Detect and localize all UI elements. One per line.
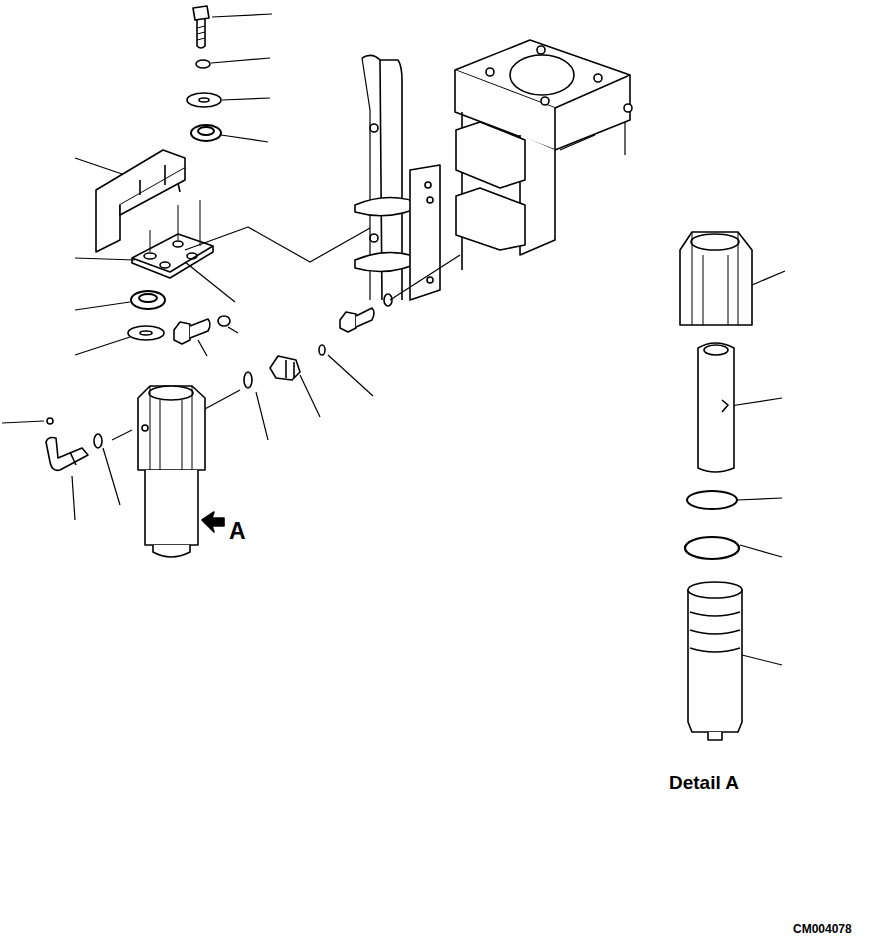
o-ring xyxy=(244,372,252,388)
small-washer xyxy=(218,316,230,326)
pipe xyxy=(355,55,440,300)
filter-assembly xyxy=(138,386,205,557)
fitting xyxy=(270,356,300,380)
top-bolt xyxy=(193,6,209,48)
filter-bowl xyxy=(688,582,742,740)
detail-a-cap xyxy=(680,232,752,325)
view-letter: A xyxy=(229,520,246,543)
flat-washer xyxy=(187,93,221,107)
detail-title: Detail A xyxy=(669,773,739,792)
lower-rubber-mount xyxy=(131,291,165,309)
detail-backup-ring xyxy=(685,537,739,559)
spring-washer xyxy=(196,60,210,68)
lower-washer xyxy=(128,326,164,340)
mounting-plate xyxy=(132,200,213,278)
small-seal xyxy=(47,418,53,424)
o-ring-elbow xyxy=(94,434,102,448)
group-line xyxy=(185,227,370,262)
frame xyxy=(390,40,632,300)
pipe-bolt xyxy=(340,308,374,332)
filter-element xyxy=(698,343,734,472)
view-arrow xyxy=(202,512,224,532)
elbow-fitting xyxy=(46,438,88,471)
rubber-mount xyxy=(191,125,221,141)
drawing-number: CM004078 xyxy=(793,923,852,935)
detail-o-ring xyxy=(687,491,737,509)
side-bolt xyxy=(174,319,210,344)
o-ring-small xyxy=(319,345,325,355)
leader-lines xyxy=(2,14,785,665)
